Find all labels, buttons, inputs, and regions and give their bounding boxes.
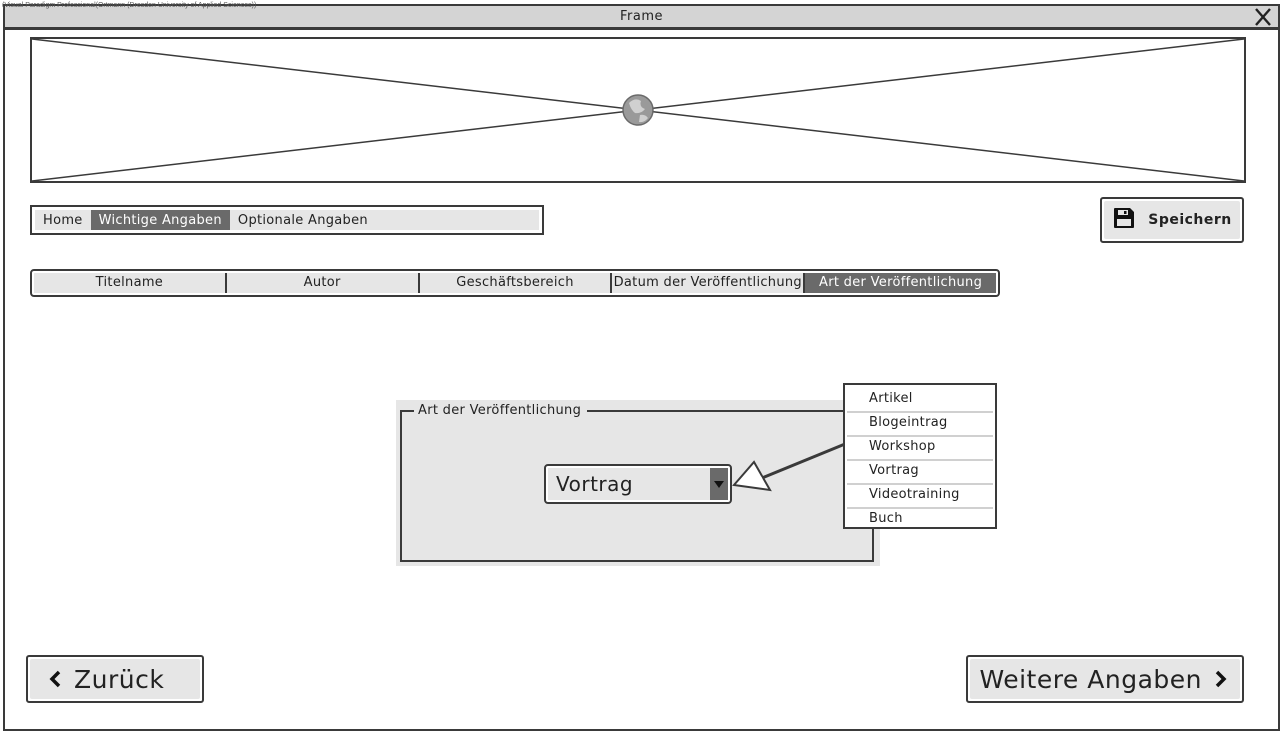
tab-geschaeftsbereich[interactable]: Geschäftsbereich [419,273,613,293]
back-button-label: Zurück [74,664,165,694]
save-button-label: Speichern [1148,212,1232,228]
tab-bar: Titelname Autor Geschäftsbereich Datum d… [30,269,1000,297]
nav-item-wichtige-angaben[interactable]: Wichtige Angaben [90,210,230,230]
dropdown-option-videotraining[interactable]: Videotraining [847,485,993,509]
dropdown-option-blogeintrag[interactable]: Blogeintrag [847,413,993,437]
next-button[interactable]: Weitere Angaben [966,655,1244,703]
window-title: Frame [619,9,663,24]
dropdown-option-vortrag[interactable]: Vortrag [847,461,993,485]
select-value: Vortrag [556,472,634,496]
chevron-down-icon[interactable] [710,468,728,500]
back-button[interactable]: Zurück [26,655,204,703]
publication-type-select[interactable]: Vortrag [544,464,732,504]
title-bar: Frame [5,6,1278,30]
main-navigation: Home Wichtige Angaben Optionale Angaben [30,205,544,235]
banner-image-placeholder [30,37,1246,183]
floppy-disk-icon [1112,206,1136,234]
globe-icon [622,94,654,126]
callout-arrow-icon [732,442,846,492]
dropdown-option-workshop[interactable]: Workshop [847,437,993,461]
dropdown-option-buch[interactable]: Buch [869,511,903,526]
tab-titelname[interactable]: Titelname [34,273,227,293]
watermark-text: (Visual Paradigm Professional(Ortmann (D… [2,2,257,9]
save-button[interactable]: Speichern [1100,197,1244,243]
publication-type-dropdown-list: Artikel Blogeintrag Workshop Vortrag Vid… [843,383,997,529]
group-label: Art der Veröffentlichung [418,403,582,418]
tab-autor[interactable]: Autor [226,273,420,293]
tab-art-der-veroeffentlichung[interactable]: Art der Veröffentlichung [805,273,996,293]
dropdown-option-artikel[interactable]: Artikel [847,389,993,413]
next-button-label: Weitere Angaben [979,664,1202,694]
chevron-left-icon [48,665,62,694]
nav-item-home[interactable]: Home [43,213,83,228]
group-border-top-left [400,410,414,412]
nav-item-optionale-angaben[interactable]: Optionale Angaben [237,213,368,228]
group-border-top-right [587,410,874,412]
close-icon[interactable] [1254,6,1272,28]
tab-datum-der-veroeffentlichung[interactable]: Datum der Veröffentlichung [612,273,806,293]
chevron-right-icon [1214,665,1228,694]
